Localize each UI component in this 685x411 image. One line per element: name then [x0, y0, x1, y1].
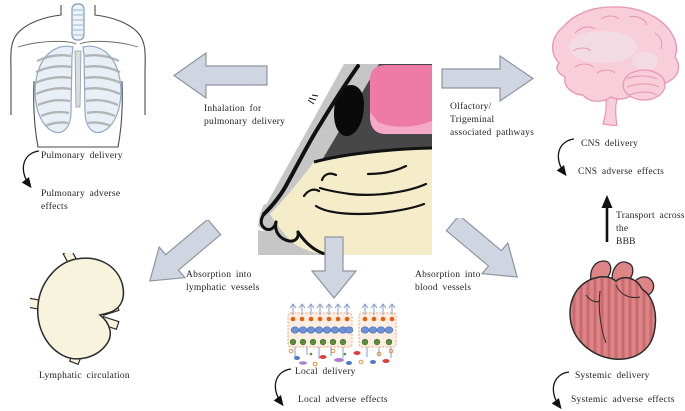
arrow-to-heart: [445, 218, 518, 278]
brain-illustration: [552, 6, 680, 126]
pulmonary-delivery-label: Pulmonary delivery: [41, 151, 123, 161]
systemic-curve-arrow: [551, 371, 570, 410]
olfactory-arrow-label: Olfactory/ Trigeminal associated pathway…: [450, 102, 535, 139]
lymphatic-circulation-label: Lymphatic circulation: [39, 371, 130, 381]
arrow-to-brain: [441, 54, 535, 103]
systemic-delivery-label: Systemic delivery: [575, 371, 650, 381]
pulmonary-curve-arrow: [21, 150, 40, 189]
absorption-blood-label: Absorption into blood vessels: [415, 270, 481, 294]
local-curve-arrow: [273, 368, 292, 407]
nasal-cavity-illustration: [258, 64, 432, 255]
cns-delivery-label: CNS delivery: [581, 139, 638, 149]
cns-curve-arrow: [556, 138, 575, 177]
bbb-transport-arrow: [601, 195, 613, 242]
arrow-to-epithelium: [310, 236, 358, 299]
heart-illustration: [569, 260, 657, 360]
inhalation-arrow-label: Inhalation for pulmonary delivery: [204, 104, 286, 128]
pulmonary-adverse-label: Pulmonary adverse effects: [41, 189, 121, 213]
lungs-ribcage-illustration: [10, 3, 146, 148]
lymph-node-illustration: [30, 253, 125, 365]
cns-adverse-label: CNS adverse effects: [578, 167, 665, 177]
arrow-to-lymphatics: [149, 220, 222, 282]
absorption-lymphatic-label: Absorption into lymphatic vessels: [186, 270, 260, 294]
local-adverse-label: Local adverse effects: [298, 395, 388, 405]
local-delivery-label: Local delivery: [295, 367, 356, 377]
nasal-epithelium-illustration: [287, 303, 397, 367]
bbb-transport-label: Transport across the BBB: [616, 211, 685, 248]
systemic-adverse-label: Systemic adverse effects: [571, 395, 675, 405]
arrow-to-lungs: [172, 52, 268, 99]
